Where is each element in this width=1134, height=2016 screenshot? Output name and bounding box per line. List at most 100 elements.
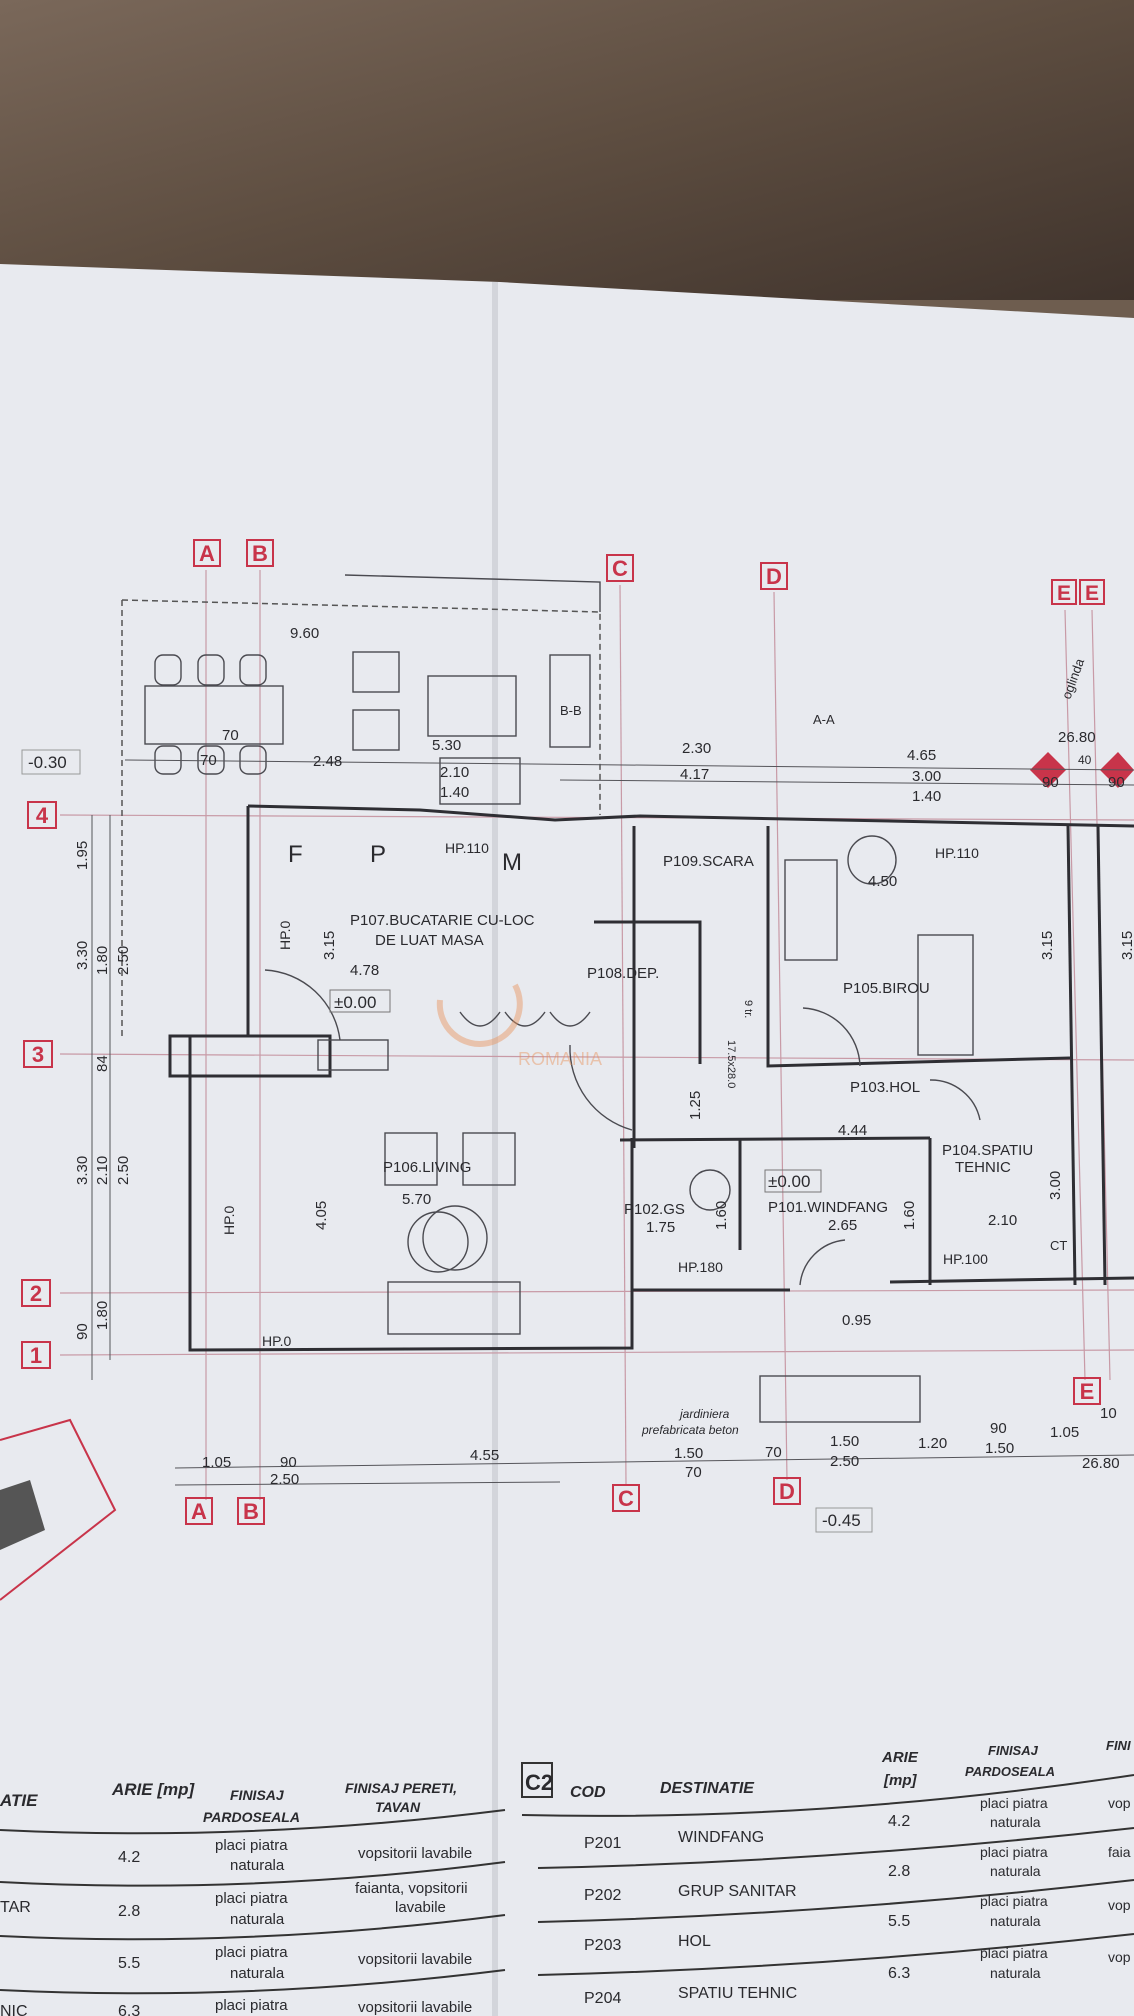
room-dim-p102: 1.75 — [646, 1219, 675, 1236]
wooden-table — [0, 0, 1134, 300]
dimension-label: 3.15 — [1039, 931, 1056, 960]
dimension-label: 2.10 — [440, 764, 469, 781]
svg-text:3: 3 — [32, 1042, 44, 1067]
level-label: ±0.00 — [334, 993, 376, 1012]
svg-text:FINISAJ PERETI,: FINISAJ PERETI, — [345, 1780, 457, 1796]
section-label: A-A — [813, 712, 835, 727]
table-cell: 6.3 — [118, 2003, 140, 2016]
dimension-label: 90 — [1108, 774, 1125, 791]
table-cell: vop — [1108, 1897, 1131, 1913]
terrace-outline — [121, 599, 601, 815]
dimension-label: 3.00 — [1047, 1171, 1064, 1200]
svg-text:D: D — [766, 564, 782, 589]
grid-labels-bottom: A B C D E — [185, 1377, 1101, 1525]
dimension-label: 1.80 — [94, 946, 111, 975]
dimensions-inner: 3.15 4.05 1.25 1.60 1.60 3.15 3.00 3.15 … — [313, 931, 1134, 1329]
svg-text:4: 4 — [36, 803, 49, 828]
paper-sheet — [0, 264, 1134, 2016]
dimension-label: 1.40 — [912, 788, 941, 805]
room-label-p107: P107.BUCATARIE CU-LOC — [350, 912, 535, 929]
table-cell: P202 — [584, 1887, 621, 1904]
level-label: -0.30 — [28, 753, 67, 772]
room-dim-p106: 5.70 — [402, 1191, 431, 1208]
table-cell: 4.2 — [118, 1849, 140, 1866]
hp-label: HP.100 — [943, 1251, 988, 1267]
room-label-p104: P104.SPATIU — [942, 1142, 1033, 1159]
dimension-label: 90 — [990, 1420, 1007, 1437]
table-cell: P201 — [584, 1835, 621, 1852]
ct-label: CT — [1050, 1238, 1067, 1253]
fixture-labels: F P M — [288, 841, 522, 876]
section-markers — [1030, 752, 1134, 788]
table-cell: P203 — [584, 1937, 621, 1954]
grid-labels-rows: 4 3 2 1 — [21, 801, 57, 1369]
svg-text:1: 1 — [30, 1343, 42, 1368]
table-cell: SPATIU TEHNIC — [678, 1985, 797, 2002]
table-header: COD — [570, 1784, 606, 1801]
table-cell: 2.8 — [888, 1863, 910, 1880]
dimension-label: 1.20 — [918, 1435, 947, 1452]
walls — [168, 804, 1134, 1352]
hp-label: HP.180 — [678, 1259, 723, 1275]
level-markers: ±0.00 ±0.00 -0.30 -0.45 — [21, 749, 873, 1533]
svg-text:A: A — [191, 1499, 207, 1524]
svg-text:placi piatra: placi piatra — [980, 1795, 1048, 1811]
svg-text:B: B — [252, 541, 268, 566]
table-cell: WINDFANG — [678, 1829, 764, 1846]
stair-count-label: 9 tr. — [742, 1000, 754, 1018]
svg-text:PARDOSEALA: PARDOSEALA — [965, 1764, 1055, 1779]
table-cell: faia — [1108, 1844, 1131, 1860]
planter-label-line2: prefabricata beton — [641, 1423, 739, 1437]
svg-text:E: E — [1057, 582, 1071, 605]
hp-label: HP.110 — [935, 845, 979, 861]
room-label-p109: P109.SCARA — [663, 853, 754, 870]
svg-text:A: A — [199, 541, 215, 566]
dimension-label: 0.95 — [842, 1312, 871, 1329]
table-cell: vopsitorii lavabile — [358, 1951, 472, 1968]
dimensions-left: 1.95 3.30 1.80 2.50 84 3.30 2.10 2.50 90… — [74, 815, 132, 1380]
room-dim-p103: 4.44 — [838, 1122, 867, 1139]
level-label: -0.45 — [822, 1511, 861, 1530]
dimension-label: 1.50 — [830, 1433, 859, 1450]
table-cell: 4.2 — [888, 1813, 910, 1830]
table-header: DESTINATIE — [660, 1780, 755, 1797]
svg-text:faianta, vopsitorii: faianta, vopsitorii — [355, 1880, 468, 1897]
dimension-label: 4.17 — [680, 766, 709, 783]
room-labels: P107.BUCATARIE CU-LOC DE LUAT MASA 4.78 … — [350, 853, 1033, 1236]
dimension-label: 1.05 — [202, 1454, 231, 1471]
dimension-label: 4.55 — [470, 1447, 499, 1464]
room-label-p101: P101.WINDFANG — [768, 1199, 888, 1216]
doors — [264, 969, 981, 1286]
dimension-label: 90 — [74, 1323, 91, 1340]
watermark-logo: ROMANIA — [436, 983, 602, 1069]
svg-text:lavabile: lavabile — [395, 1899, 446, 1916]
svg-text:placi piatra: placi piatra — [980, 1893, 1048, 1909]
table-cell: vop — [1108, 1795, 1131, 1811]
svg-text:naturala: naturala — [230, 1911, 285, 1928]
dimension-label: 90 — [1042, 774, 1059, 791]
room-dim-p104: 2.10 — [988, 1212, 1017, 1229]
room-finish-table-right: C2 COD DESTINATIE ARIE[mp] FINISAJPARDOS… — [521, 1738, 1134, 2007]
table-cell: HOL — [678, 1933, 711, 1950]
svg-text:placi piatra: placi piatra — [215, 1837, 288, 1854]
room-label-p102: P102.GS — [624, 1201, 685, 1218]
dimension-label: 3.30 — [74, 941, 91, 970]
furniture — [144, 651, 974, 1423]
room-dim-p101: 2.65 — [828, 1217, 857, 1234]
dimension-label: 2.50 — [115, 946, 132, 975]
table-cell: TAR — [0, 1899, 31, 1916]
dimension-label: 2.48 — [313, 753, 342, 770]
dimension-label: 1.60 — [901, 1201, 918, 1230]
svg-text:FINISAJ: FINISAJ — [988, 1743, 1039, 1758]
table-header: ATIE — [0, 1791, 38, 1810]
table-cell: vop — [1108, 1949, 1131, 1965]
dimension-label: 40 — [1078, 753, 1092, 767]
svg-text:naturala: naturala — [230, 1965, 285, 1982]
table-cell: GRUP SANITAR — [678, 1883, 797, 1900]
room-label-p108: P108.DEP. — [587, 965, 659, 982]
table-cell: 6.3 — [888, 1965, 910, 1982]
key-plan-marker — [0, 1418, 117, 1601]
table-header: ARIE [mp] — [111, 1780, 196, 1799]
svg-text:naturala: naturala — [990, 1814, 1041, 1830]
